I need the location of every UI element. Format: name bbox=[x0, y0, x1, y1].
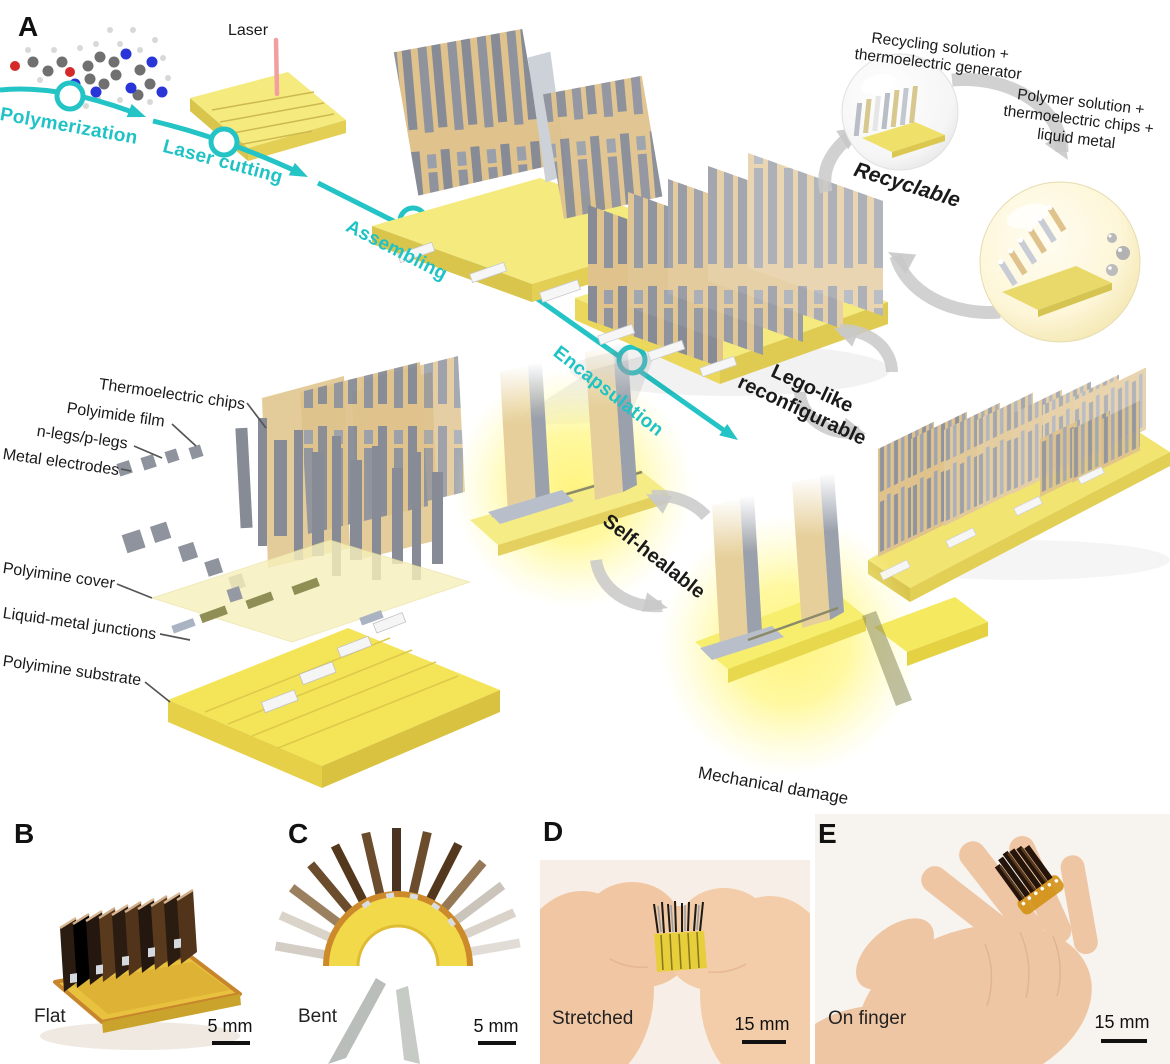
scale-label-d: 15 mm bbox=[734, 1014, 790, 1034]
lego-cycle-arrowheads bbox=[834, 328, 866, 437]
photo-flat-device bbox=[0, 814, 268, 1064]
device-assembling bbox=[372, 28, 700, 303]
laser-label: Laser bbox=[228, 22, 269, 39]
caption-stretched: Stretched bbox=[552, 1008, 634, 1029]
scale-label-b: 5 mm bbox=[207, 1016, 253, 1036]
photo-stretched-device bbox=[540, 814, 810, 1064]
scale-bar-e bbox=[1101, 1039, 1147, 1043]
scale-bar-b bbox=[212, 1041, 250, 1045]
tweezer-arm bbox=[328, 978, 386, 1064]
panel-a-illustration bbox=[0, 27, 1170, 788]
closeup-junction bbox=[453, 342, 693, 608]
photo-bent-device bbox=[270, 814, 538, 1064]
laser-beam bbox=[273, 37, 280, 97]
ring-device bbox=[994, 845, 1064, 915]
exploded-view bbox=[116, 356, 500, 788]
recycling-solution-sphere bbox=[841, 53, 959, 171]
caption-flat: Flat bbox=[34, 1006, 66, 1027]
stretched-band bbox=[653, 900, 707, 972]
photo-on-finger bbox=[815, 814, 1170, 1064]
panel-d-letter: D bbox=[543, 816, 564, 847]
panel-e-letter: E bbox=[818, 818, 837, 849]
caption-bent: Bent bbox=[298, 1006, 338, 1027]
panel-a-letter: A bbox=[18, 11, 39, 42]
scale-bar-c bbox=[478, 1041, 516, 1045]
hand bbox=[815, 836, 1098, 1064]
device-reconfigured bbox=[868, 367, 1170, 602]
scale-label-c: 5 mm bbox=[473, 1016, 519, 1036]
polymer-molecule-icon bbox=[10, 27, 171, 109]
panel-b-letter: B bbox=[14, 818, 35, 849]
polymer-solution-sphere bbox=[979, 181, 1141, 343]
fan-fins bbox=[274, 828, 521, 961]
panel-c-letter: C bbox=[288, 818, 309, 849]
scale-bar-d bbox=[742, 1040, 786, 1044]
device-encapsulated bbox=[570, 153, 890, 396]
caption-on-finger: On finger bbox=[828, 1008, 907, 1029]
tweezer-arm bbox=[396, 986, 420, 1064]
closeup-damage bbox=[660, 473, 988, 775]
scale-label-e: 15 mm bbox=[1094, 1012, 1150, 1032]
self-heal-cycle-arrowheads bbox=[642, 494, 672, 612]
